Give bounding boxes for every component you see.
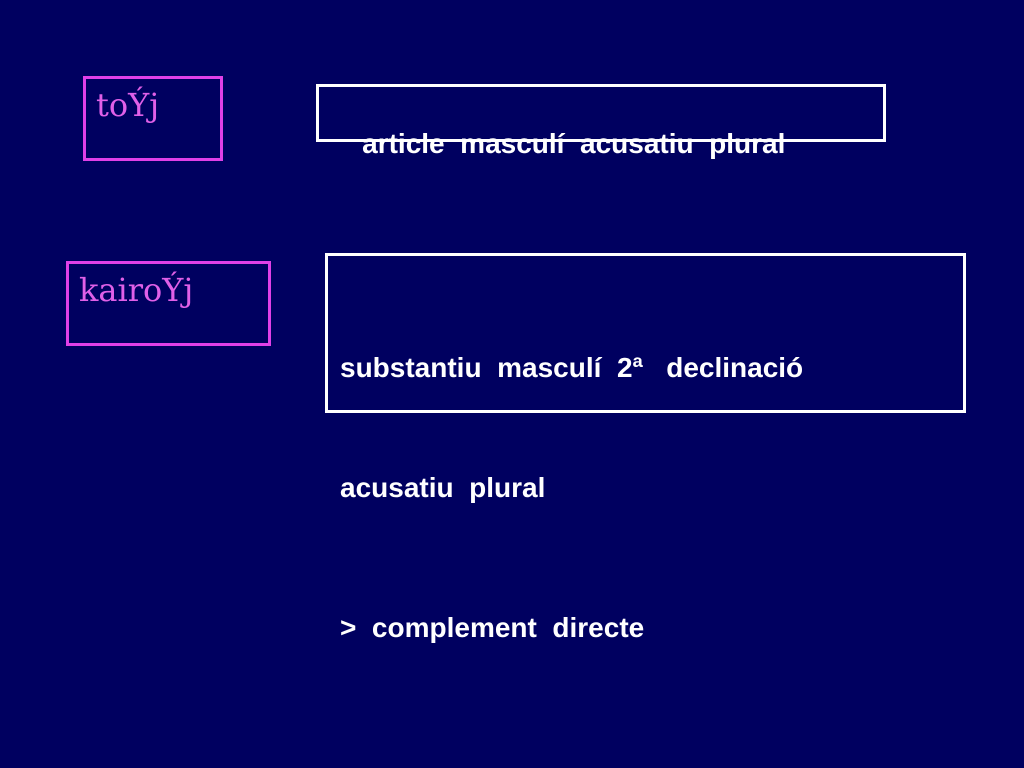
gloss-box-article: article masculí acusatiu plural [316, 84, 886, 159]
greek-word-noun: kairoÝj [79, 271, 194, 309]
greek-word-article: toÝj [96, 86, 160, 124]
greek-word-box-noun: kairoÝj [66, 261, 271, 346]
gloss-noun-line-2: acusatiu plural [340, 472, 546, 503]
gloss-article-text: article masculí acusatiu plural [362, 128, 786, 159]
gloss-noun-line-1: substantiu masculí 2ª declinació [340, 352, 804, 383]
greek-word-box-article: toÝj [83, 76, 223, 161]
gloss-box-noun: substantiu masculí 2ª declinació acusati… [325, 253, 966, 643]
gloss-noun-line-3: > complement directe [340, 612, 645, 643]
